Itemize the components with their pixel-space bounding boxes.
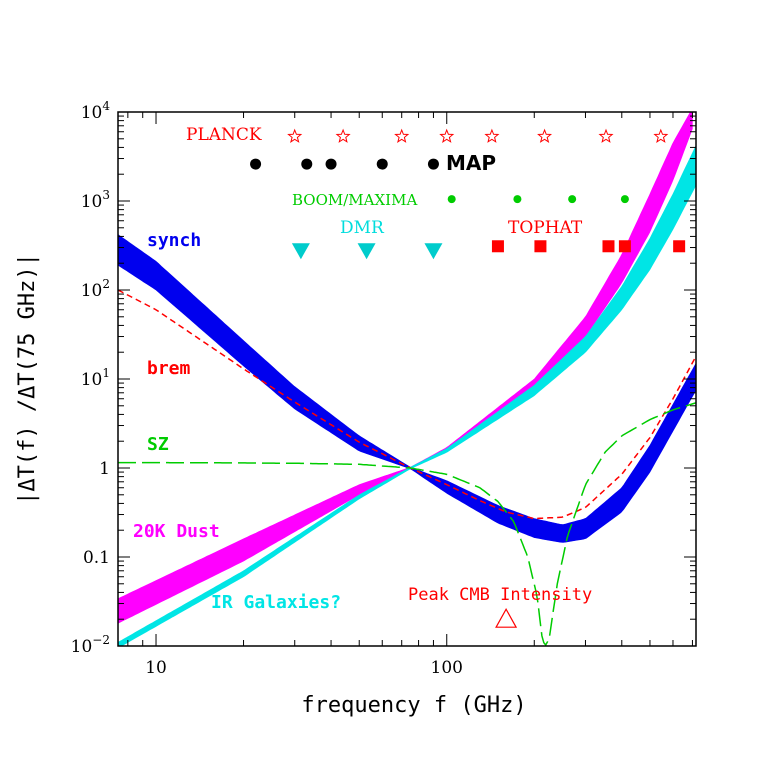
- planck-label: PLANCK: [186, 125, 262, 145]
- map-marker: [250, 158, 262, 170]
- tophat-marker: [673, 240, 686, 253]
- synch-label: synch: [147, 230, 201, 251]
- boom-maxima-marker: [568, 195, 577, 204]
- tophat-marker: [602, 240, 615, 253]
- series-layer: [118, 112, 696, 646]
- boom-maxima-marker: [447, 195, 456, 204]
- ir-galaxies-label: IR Galaxies?: [211, 592, 341, 613]
- peak-cmb-label: Peak CMB Intensity: [408, 585, 592, 605]
- dmr-marker: [357, 243, 376, 260]
- map-marker: [325, 158, 337, 170]
- tick-layer: 10 100 10−2 0.1 1 101 102 103 104: [71, 99, 696, 678]
- tophat-label: TOPHAT: [508, 218, 583, 238]
- brem-label: brem: [147, 358, 191, 379]
- series-band-20k-dust: [118, 112, 693, 624]
- y-tick-label: 104: [81, 99, 111, 123]
- series-band-ir-galaxies: [118, 145, 696, 646]
- x-tick-label: 100: [431, 658, 463, 678]
- boom-maxima-label: BOOM/MAXIMA: [292, 191, 417, 209]
- planck-marker: [287, 128, 303, 143]
- y-tick-label: 0.1: [83, 548, 110, 568]
- planck-marker: [537, 128, 553, 143]
- dmr-label: DMR: [340, 218, 385, 238]
- boom-maxima-marker: [620, 195, 629, 204]
- y-tick-label: 102: [81, 277, 110, 301]
- planck-marker: [439, 128, 455, 143]
- y-tick-label: 103: [81, 188, 110, 212]
- sz-label: SZ: [147, 434, 169, 455]
- tophat-marker: [618, 240, 631, 253]
- marker-layer: [250, 128, 686, 628]
- y-axis-title: |ΔT(f) /ΔT(75 GHz)|: [15, 253, 40, 505]
- planck-marker: [394, 128, 410, 143]
- series-band-synch: [118, 234, 696, 543]
- planck-marker: [653, 128, 669, 143]
- map-label: MAP: [446, 151, 496, 175]
- tophat-marker: [534, 240, 547, 253]
- map-marker: [376, 158, 388, 170]
- x-axis-title: frequency f (GHz): [301, 693, 526, 718]
- boom-maxima-marker: [513, 195, 522, 204]
- tophat-marker: [491, 240, 504, 253]
- y-tick-label: 101: [81, 366, 110, 390]
- series-line-sz: [118, 402, 696, 646]
- map-marker: [301, 158, 313, 170]
- series-line-brem: [118, 289, 696, 520]
- dust-label: 20K Dust: [133, 521, 220, 542]
- planck-marker: [598, 128, 614, 143]
- map-marker: [427, 158, 439, 170]
- y-tick-label: 1: [99, 459, 110, 479]
- planck-marker: [335, 128, 351, 143]
- dmr-marker: [291, 243, 310, 260]
- y-tick-label: 10−2: [71, 633, 110, 657]
- dmr-marker: [424, 243, 443, 260]
- peak-cmb-marker: [495, 607, 518, 628]
- planck-marker: [484, 128, 500, 143]
- x-tick-label: 10: [145, 658, 167, 678]
